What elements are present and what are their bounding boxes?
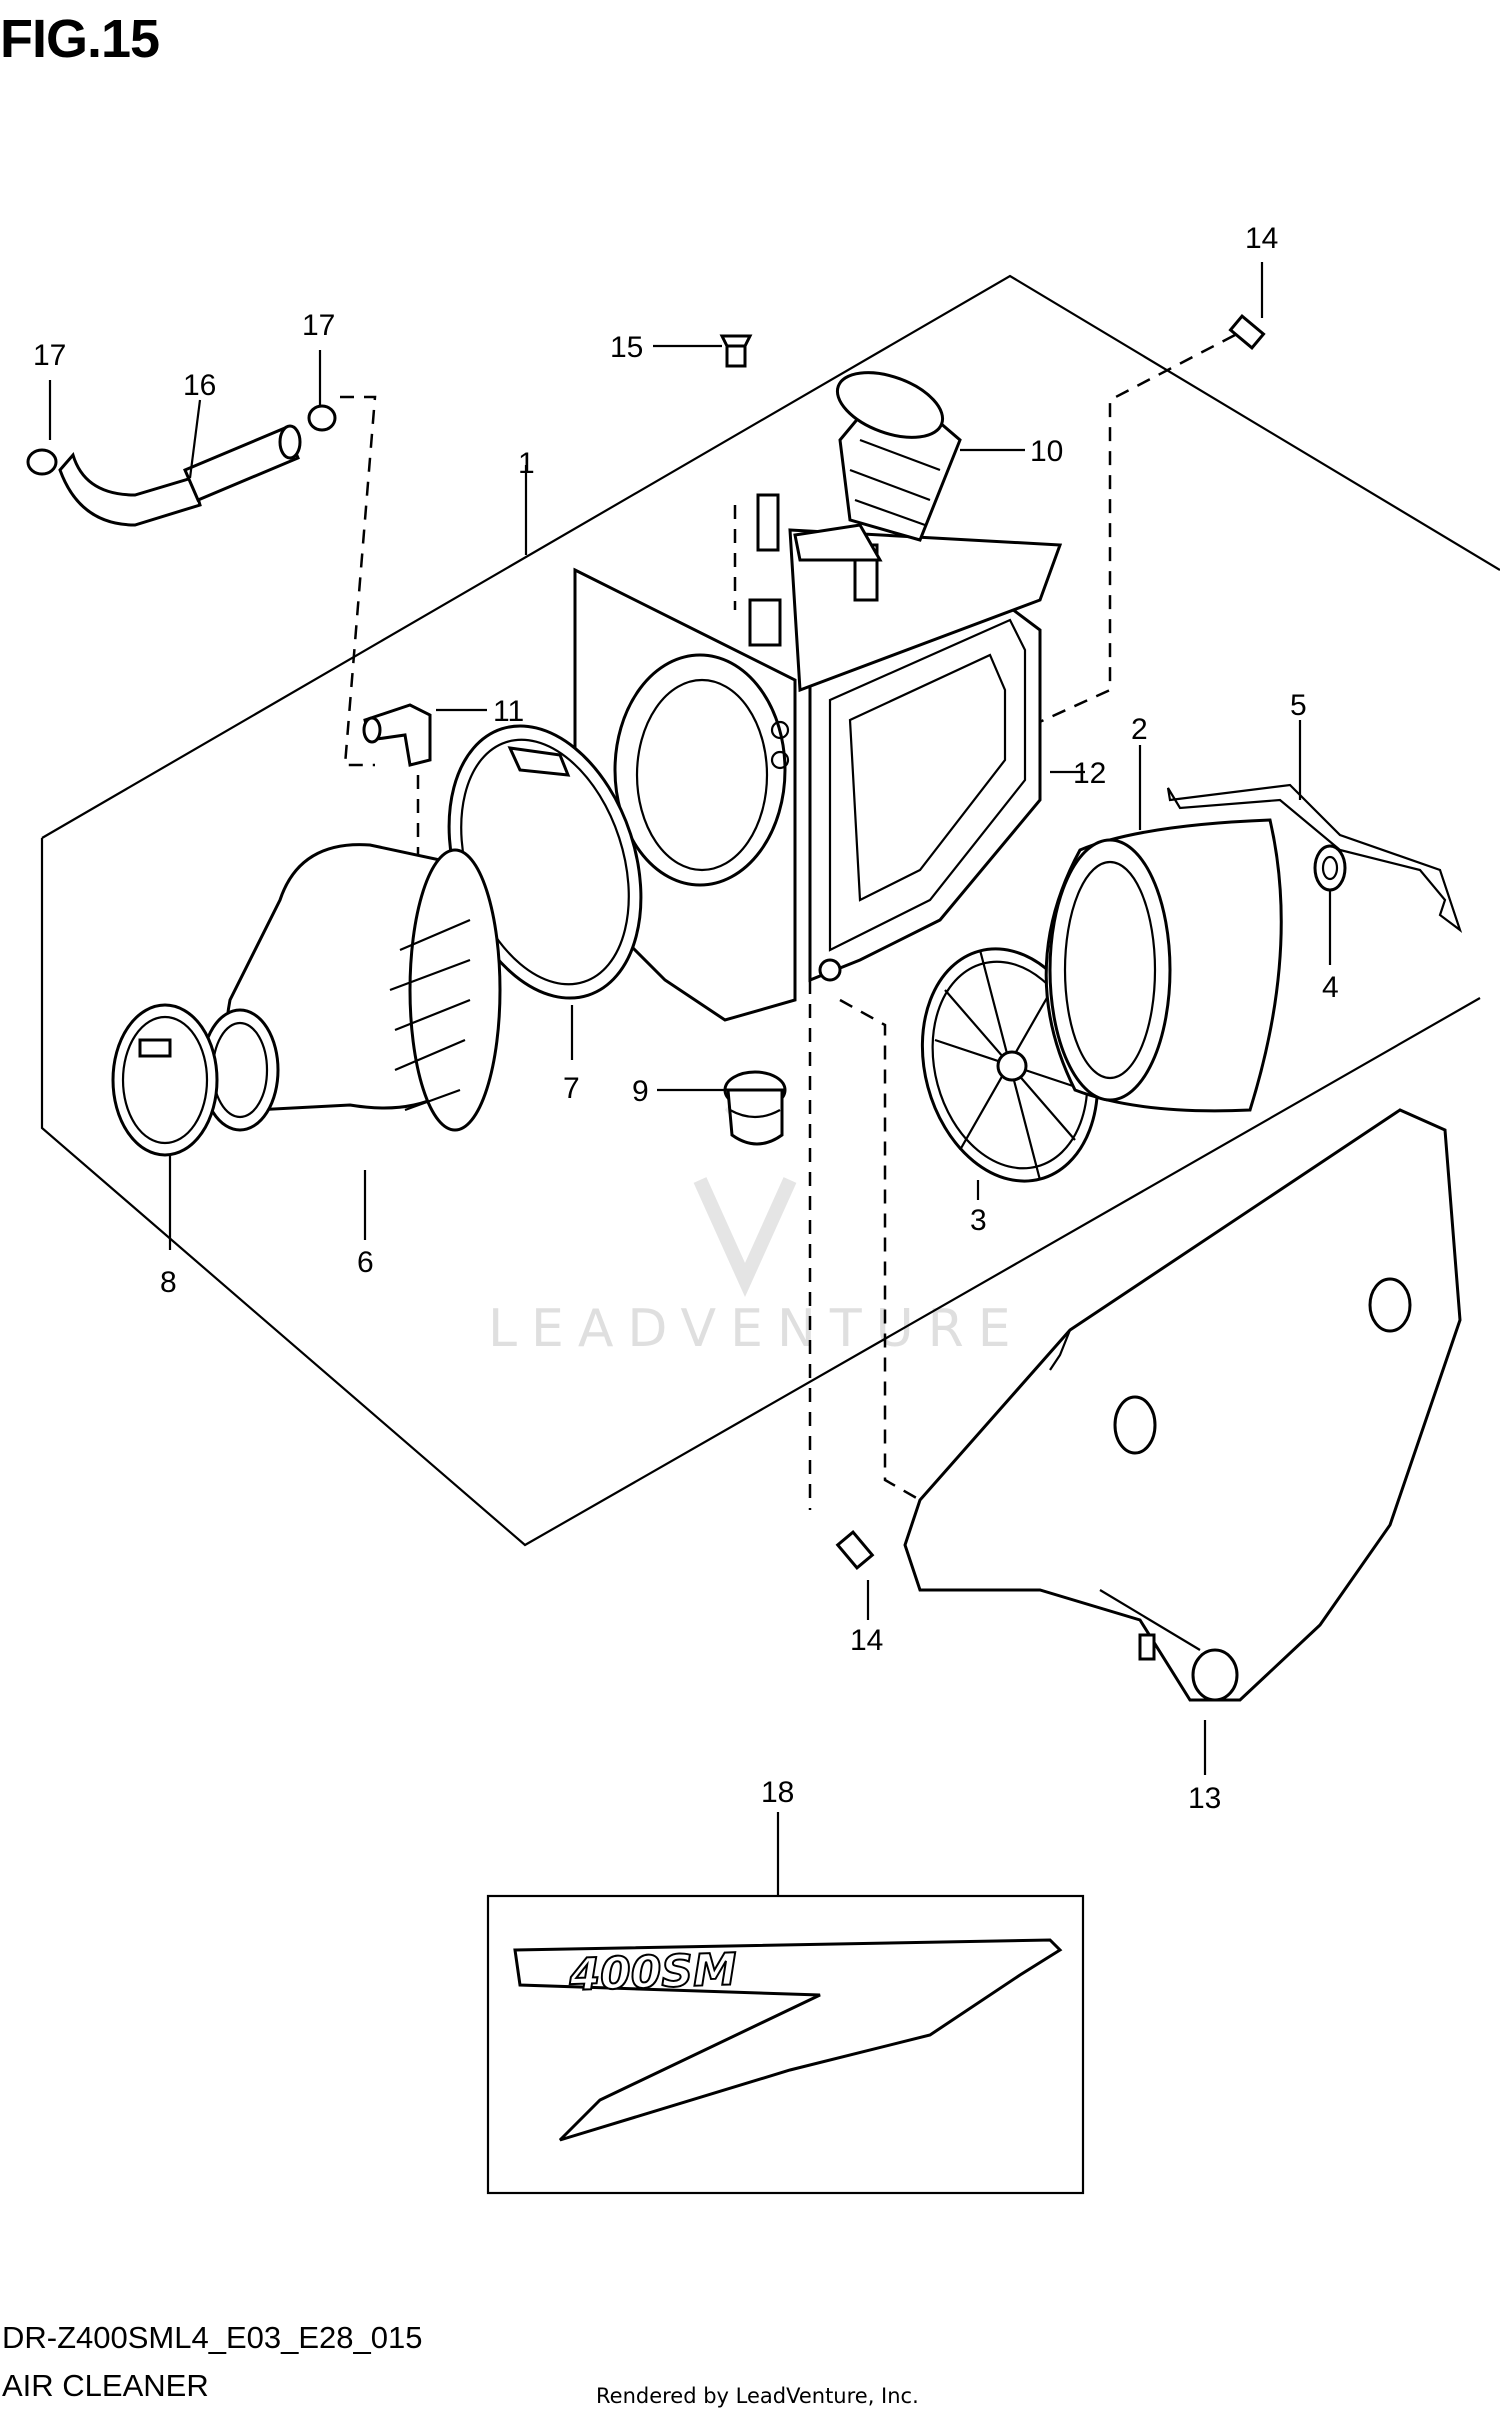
part-11-fitting	[362, 703, 432, 767]
part-8-clamp	[111, 1003, 219, 1157]
callout-14-top: 14	[1245, 222, 1278, 255]
callout-7: 7	[563, 1072, 580, 1105]
part-18-decal: 400SM	[486, 1894, 1085, 2195]
part-4-grommet	[1313, 844, 1347, 892]
callout-4: 4	[1322, 971, 1339, 1004]
part-14-bolt-top	[1228, 313, 1266, 351]
callout-labels: 14 17 17 16 15 1 10 11 12 2 5 4 7 9 3 6 …	[33, 222, 1339, 1815]
part-5-wire	[1166, 783, 1463, 933]
callout-leaders	[48, 262, 1332, 1896]
callout-18: 18	[761, 1776, 794, 1809]
part-16-hose	[58, 424, 302, 527]
callout-1: 1	[518, 447, 535, 480]
callout-17-right: 17	[302, 309, 335, 342]
watermark-text: LEADVENTURE	[488, 1299, 1025, 1359]
part-1-air-cleaner-box	[573, 528, 1063, 1022]
assembly-frame	[40, 274, 1500, 1547]
part-10-intake-boot	[756, 371, 962, 602]
diagram-subtitle: AIR CLEANER	[2, 2368, 209, 2403]
callout-16: 16	[183, 369, 216, 402]
model-code: DR-Z400SML4_E03_E28_015	[2, 2320, 423, 2355]
callout-3: 3	[970, 1204, 987, 1237]
callout-6: 6	[357, 1246, 374, 1279]
part-2-filter-element	[1044, 818, 1283, 1113]
callout-17-left: 17	[33, 339, 66, 372]
callout-15: 15	[610, 331, 643, 364]
part-14-bolt-bottom	[835, 1529, 875, 1571]
figure-title: FIG.15	[0, 9, 160, 69]
part-15-bolt	[719, 334, 753, 368]
part-13-side-cover	[903, 1108, 1462, 1702]
part-9-grommet	[723, 1070, 787, 1146]
callout-12: 12	[1073, 757, 1106, 790]
part-6-outlet-tube	[200, 843, 502, 1132]
callout-11: 11	[493, 695, 524, 728]
callout-8: 8	[160, 1266, 177, 1299]
rendered-by-credit: Rendered by LeadVenture, Inc.	[596, 2384, 919, 2408]
callout-9: 9	[632, 1075, 649, 1108]
decal-text: 400SM	[568, 1944, 738, 2001]
callout-13: 13	[1188, 1782, 1221, 1815]
callout-2: 2	[1131, 713, 1148, 746]
part-17-clips	[26, 404, 337, 476]
callout-10: 10	[1030, 435, 1063, 468]
callout-14-bottom: 14	[850, 1624, 883, 1657]
callout-5: 5	[1290, 689, 1307, 722]
